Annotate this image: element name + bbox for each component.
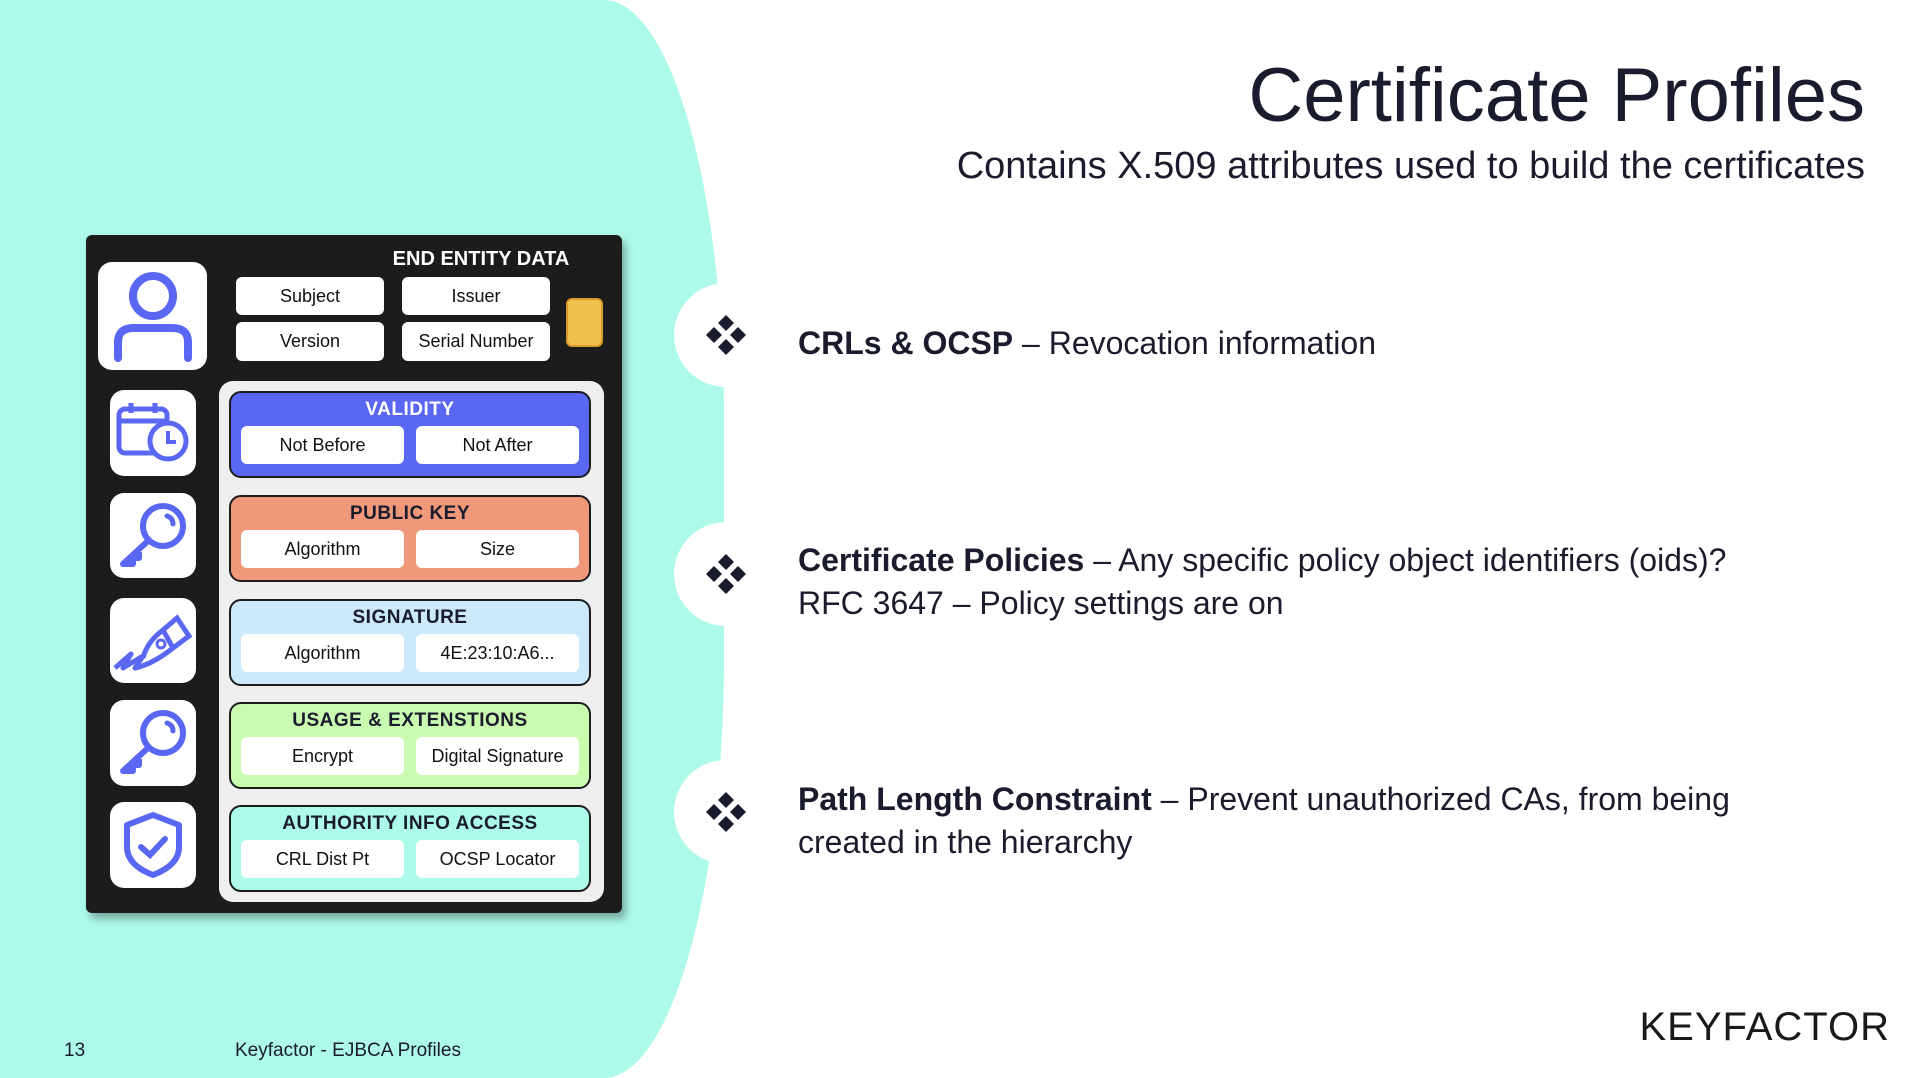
field-ocsp-locator: OCSP Locator xyxy=(416,840,579,878)
calendar-clock-icon xyxy=(110,390,196,476)
key-icon xyxy=(110,493,196,578)
section-usage-extensions: USAGE & EXTENSTIONS Encrypt Digital Signa… xyxy=(229,702,591,789)
section-title: AUTHORITY INFO ACCESS xyxy=(282,813,538,834)
section-title: SIGNATURE xyxy=(352,607,468,628)
field-version: Version xyxy=(236,322,384,361)
page-title: Certificate Profiles xyxy=(1248,53,1865,138)
user-icon xyxy=(98,262,207,370)
section-public-key: PUBLIC KEY Algorithm Size xyxy=(229,495,591,582)
field-not-before: Not Before xyxy=(241,426,404,464)
field-size: Size xyxy=(416,530,579,568)
diamond-bullet-icon xyxy=(674,283,778,387)
section-title: USAGE & EXTENSTIONS xyxy=(292,710,528,731)
field-serial-number: Serial Number xyxy=(402,322,550,361)
section-signature: SIGNATURE Algorithm 4E:23:10:A6... xyxy=(229,599,591,686)
field-encrypt: Encrypt xyxy=(241,737,404,775)
certificate-diagram: END ENTITY DATA Subject Issuer Version S… xyxy=(86,235,622,913)
end-entity-title: END ENTITY DATA xyxy=(392,248,570,270)
section-title: VALIDITY xyxy=(365,399,455,420)
bullet-text: – Prevent unauthorized CAs, from being xyxy=(1151,781,1730,817)
key-icon-2 xyxy=(110,700,196,786)
field-algorithm: Algorithm xyxy=(241,530,404,568)
section-title: PUBLIC KEY xyxy=(349,503,471,524)
bullet-heading: Path Length Constraint xyxy=(798,781,1152,817)
page-subtitle: Contains X.509 attributes used to build … xyxy=(956,145,1865,187)
field-algorithm: Algorithm xyxy=(241,634,404,672)
bullet-text: – Revocation information xyxy=(1013,325,1376,361)
bullet-crls-ocsp: CRLs & OCSP – Revocation information xyxy=(798,322,1838,365)
field-not-after: Not After xyxy=(416,426,579,464)
field-crl-dist-pt: CRL Dist Pt xyxy=(241,840,404,878)
bullet-heading: Certificate Policies xyxy=(798,542,1085,578)
bullet-heading: CRLs & OCSP xyxy=(798,325,1014,361)
footer-label: Keyfactor - EJBCA Profiles xyxy=(235,1040,461,1061)
field-issuer: Issuer xyxy=(402,277,550,315)
field-digital-signature: Digital Signature xyxy=(416,737,579,775)
field-signature-value: 4E:23:10:A6... xyxy=(416,634,579,672)
diamond-bullet-icon xyxy=(674,760,778,864)
shield-check-icon xyxy=(110,802,196,888)
smart-chip-icon xyxy=(566,298,603,347)
diamond-bullet-icon xyxy=(674,522,778,626)
keyfactor-logo: KEYFACTOR xyxy=(1639,1005,1890,1049)
page-number: 13 xyxy=(64,1040,86,1061)
pen-signature-icon xyxy=(110,598,196,683)
section-validity: VALIDITY Not Before Not After xyxy=(229,391,591,478)
section-authority-info-access: AUTHORITY INFO ACCESS CRL Dist Pt OCSP Lo… xyxy=(229,805,591,892)
bullet-certificate-policies: Certificate Policies – Any specific poli… xyxy=(798,539,1838,625)
bullet-text-line2: created in the hierarchy xyxy=(798,824,1133,860)
bullet-text: – Any specific policy object identifiers… xyxy=(1084,542,1727,578)
bullet-text-line2: RFC 3647 – Policy settings are on xyxy=(798,585,1284,621)
bullet-path-length: Path Length Constraint – Prevent unautho… xyxy=(798,778,1838,864)
field-subject: Subject xyxy=(236,277,384,315)
profile-sections-panel: VALIDITY Not Before Not After PUBLIC KEY … xyxy=(219,381,604,902)
